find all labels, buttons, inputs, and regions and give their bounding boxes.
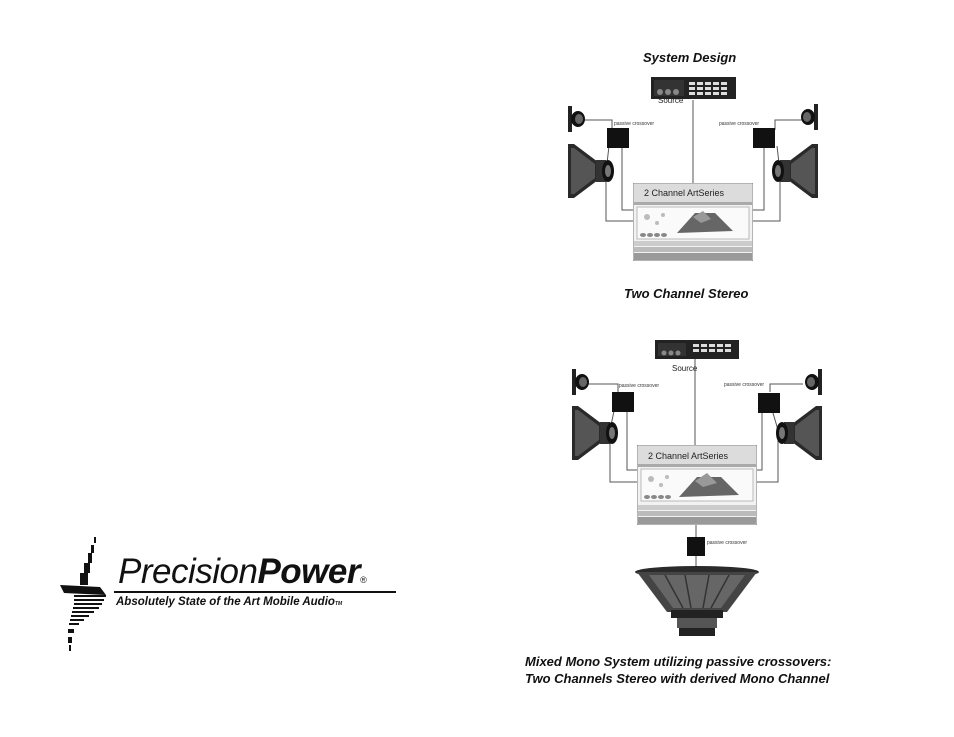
diagram2-source-head-unit-icon <box>655 340 739 359</box>
diagram1-amp-label: 2 Channel ArtSeries <box>644 188 725 198</box>
logo-tagline: Absolutely State of the Art Mobile Audio <box>116 596 335 608</box>
diagram2-left-crossover-label: passive crossover <box>619 383 660 389</box>
diagram2-left-tweeter-icon <box>572 369 589 395</box>
logo-trademark: TM <box>334 601 343 607</box>
logo-wordmark: PrecisionPower® <box>118 552 367 592</box>
diagram1-right-crossover-label: passive crossover <box>719 121 760 127</box>
diagram2-right-tweeter-icon <box>805 369 822 395</box>
diagram1-left-crossover-label: passive crossover <box>614 121 655 127</box>
diagram2-amp-label: 2 Channel ArtSeries <box>648 451 729 461</box>
diagram2-left-crossover-box <box>612 392 634 412</box>
diagram2-caption: Mixed Mono System utilizing passive cros… <box>525 653 831 687</box>
diagram2-sub-crossover-label: passive crossover <box>707 540 748 546</box>
diagram2-right-crossover-label: passive crossover <box>724 382 765 388</box>
left-tweeter-icon <box>568 106 585 132</box>
diagram1-source-label: Source <box>658 96 684 105</box>
logo-registered-mark: ® <box>360 575 367 585</box>
diagram2-left-woofer-icon <box>572 406 618 460</box>
logo-name-bold: Power <box>257 552 360 591</box>
left-woofer-icon <box>568 144 614 198</box>
diagram1-left-crossover-box <box>607 128 629 148</box>
diagram2-amplifier-icon <box>637 445 757 525</box>
diagram2-sub-crossover-box <box>687 537 705 556</box>
source-head-unit-icon <box>651 77 736 99</box>
subwoofer-icon <box>635 566 759 636</box>
diagram2-source-label: Source <box>672 364 698 373</box>
diagram1-right-crossover-box <box>753 128 775 148</box>
diagram1-amplifier-icon <box>633 183 753 261</box>
diagram2-caption-line2: Two Channels Stereo with derived Mono Ch… <box>525 671 830 686</box>
logo-tagline-wrap: Absolutely State of the Art Mobile Audio… <box>116 596 342 608</box>
diagram1-caption: Two Channel Stereo <box>624 286 749 301</box>
logo-name-regular: Precision <box>118 552 258 591</box>
diagram2-caption-line1: Mixed Mono System utilizing passive cros… <box>525 654 832 669</box>
diagram2-right-woofer-icon <box>776 406 822 460</box>
diagram2-right-crossover-box <box>758 393 780 413</box>
logo-underline <box>114 591 396 593</box>
right-woofer-icon <box>772 144 818 198</box>
precisionpower-emblem-icon <box>60 537 106 651</box>
diagram1-title: System Design <box>643 50 737 65</box>
right-tweeter-icon <box>801 104 818 130</box>
